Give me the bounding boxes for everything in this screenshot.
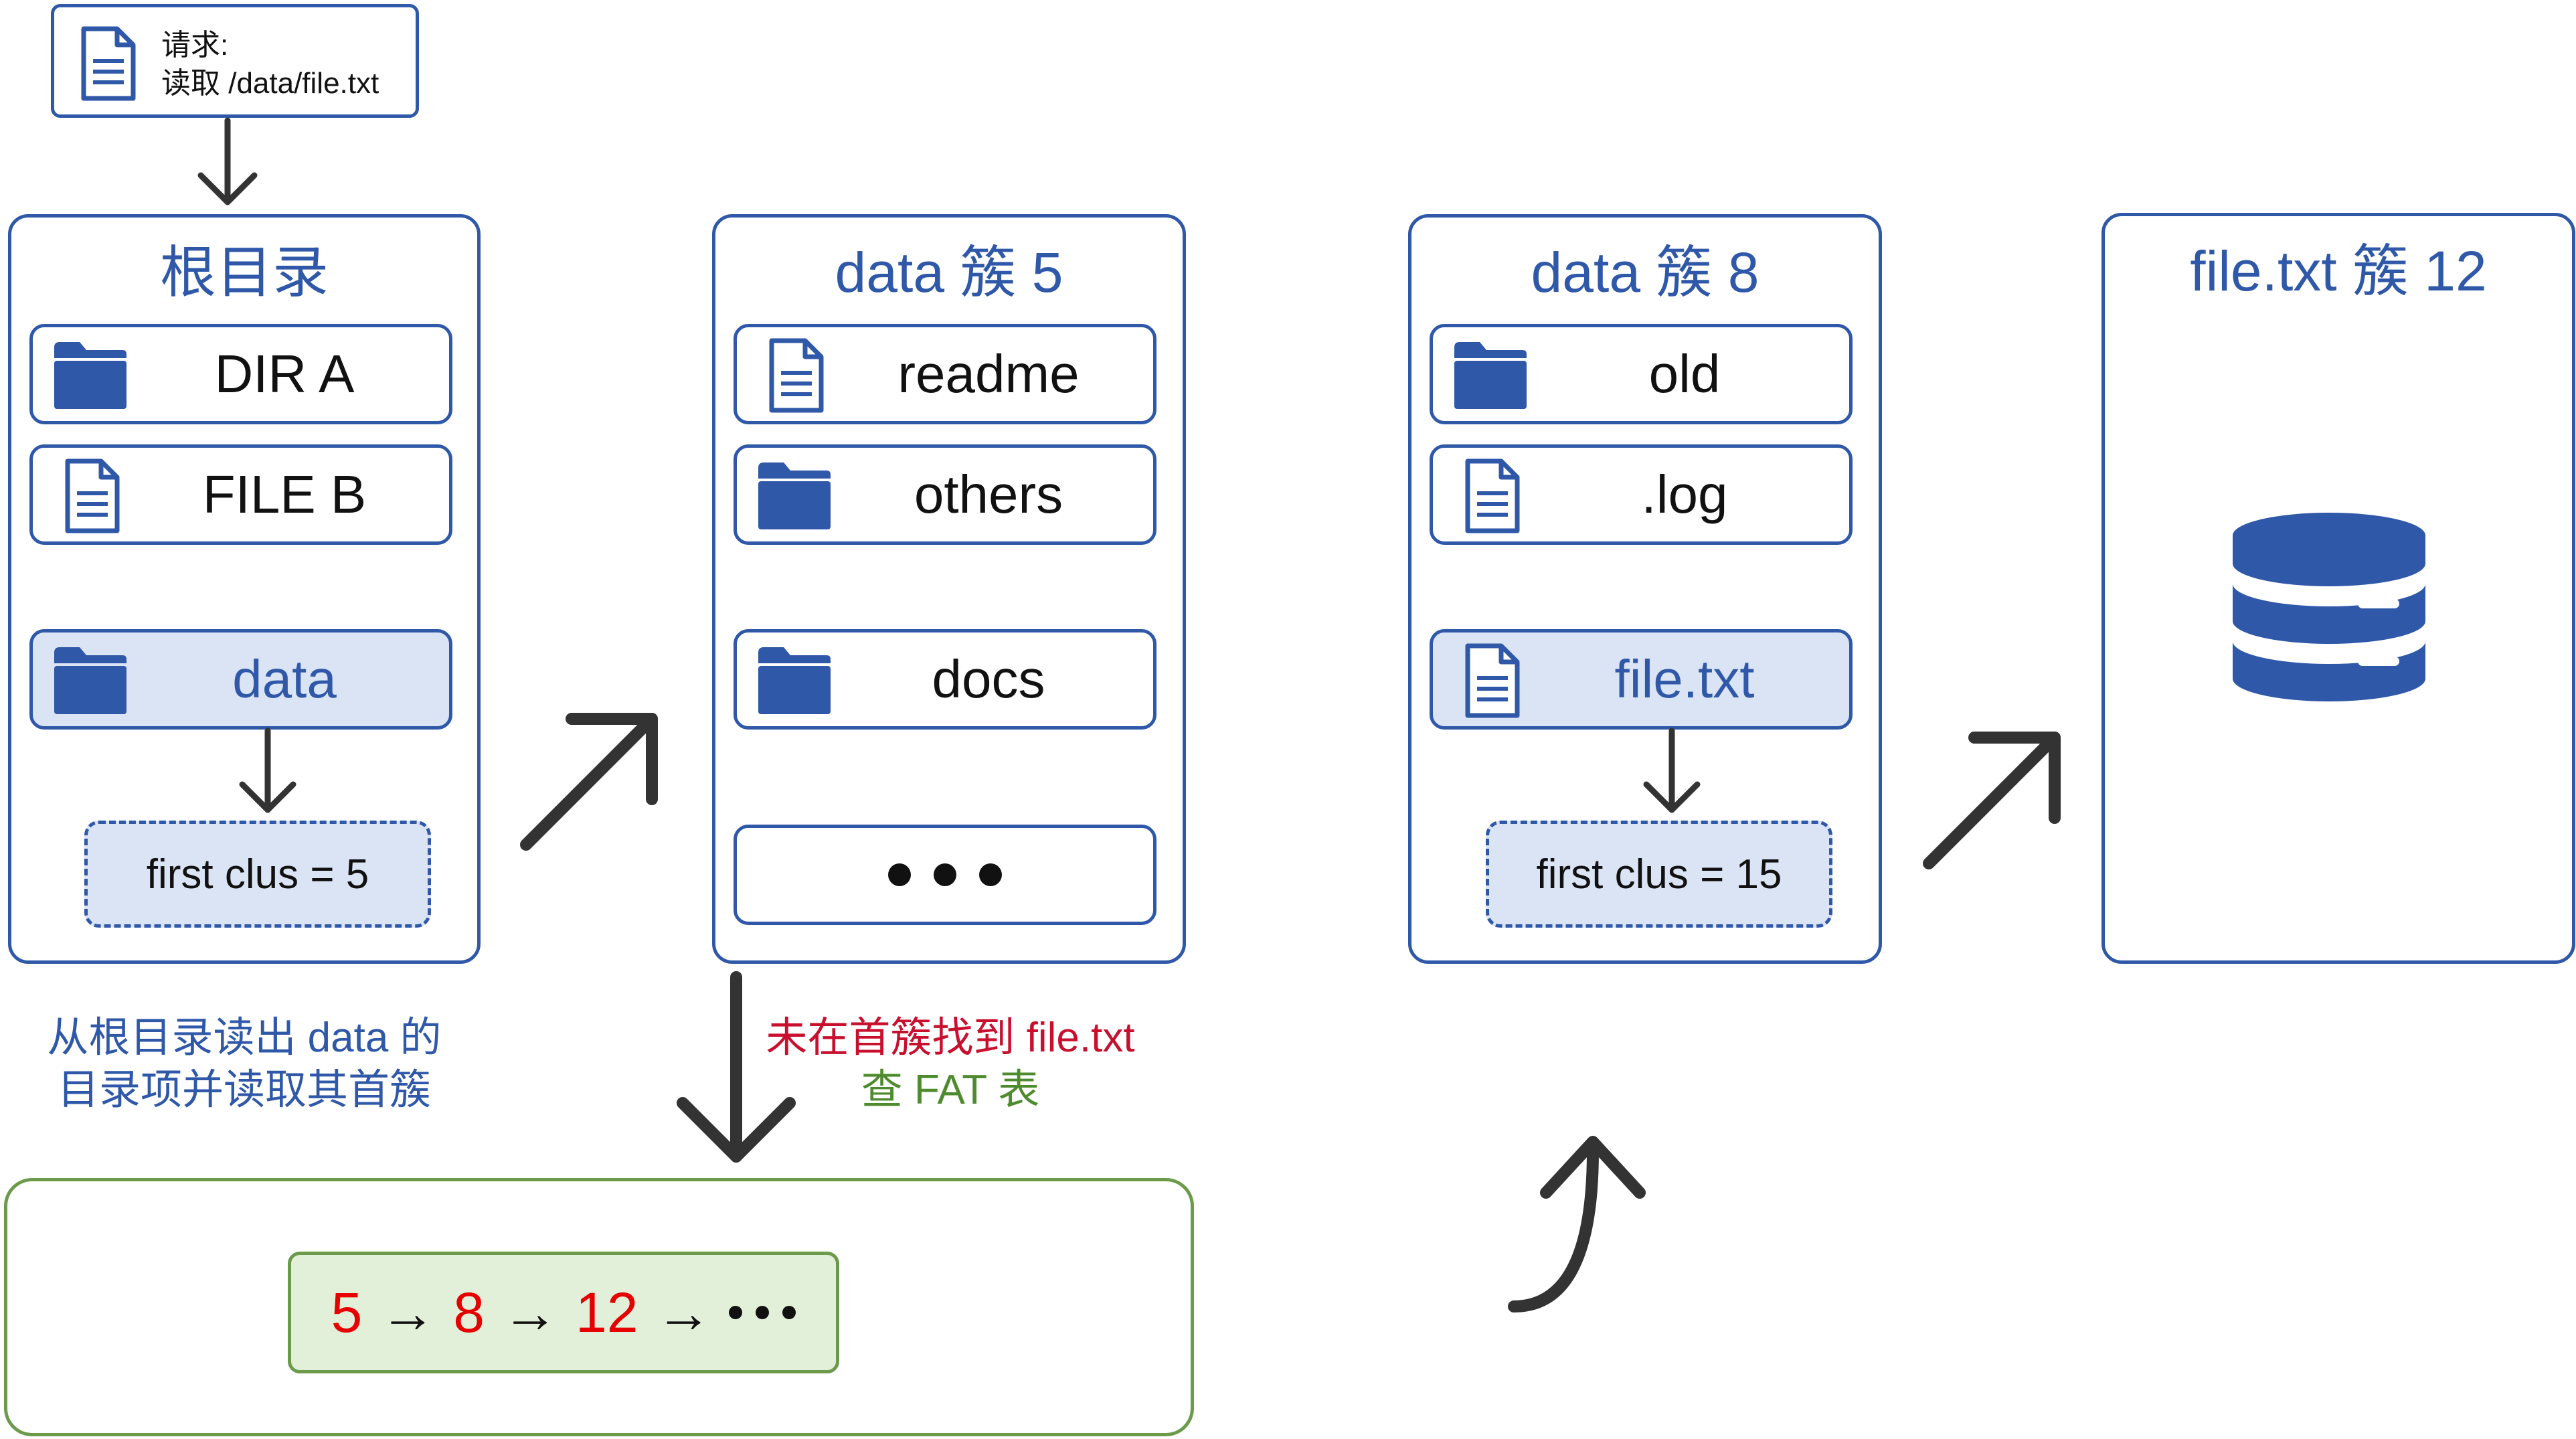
request-line-1: 请求: [161, 29, 229, 62]
data5-entry-others[interactable]: others [734, 444, 1156, 545]
data8-entry-file-txt[interactable]: file.txt [1430, 629, 1853, 730]
entry-label: .log [1641, 464, 1728, 524]
data5-entry-readme[interactable]: readme [734, 324, 1156, 424]
entry-label: FILE B [202, 464, 367, 524]
fat-caption: 未在首簇找到 file.txt 查 FAT 表 [736, 1012, 1165, 1116]
entry-label: data [232, 649, 337, 709]
arrow-up-right-icon [520, 713, 658, 851]
root-caption-line-2: 目录项并读取其首簇 [57, 1066, 431, 1113]
data-cluster-8-title: data 簇 8 [1531, 241, 1759, 304]
root-caption-line-1: 从根目录读出 data 的 [47, 1015, 442, 1061]
root-first-clus: first clus = 5 [84, 821, 431, 928]
ellipsis-icon [729, 1306, 796, 1319]
root-entry-data[interactable]: data [29, 629, 452, 730]
arrow-down-icon [677, 971, 796, 1163]
root-caption: 从根目录读出 data 的 目录项并读取其首簇 [0, 1012, 489, 1116]
data8-entry-old[interactable]: old [1430, 324, 1853, 424]
ellipsis-icon [737, 828, 1153, 922]
request-card: 请求: 读取 /data/file.txt [51, 4, 419, 118]
file-cluster-12-box: file.txt 簇 12 [2101, 213, 2575, 964]
root-entry-dir-a[interactable]: DIR A [29, 324, 452, 424]
root-entry-file-b[interactable]: FILE B [29, 444, 452, 545]
entry-label: old [1648, 344, 1721, 404]
data8-entry-log[interactable]: .log [1430, 444, 1853, 545]
arrow-down-icon [239, 728, 296, 813]
arrow-up-right-icon [1923, 732, 2061, 869]
fat-chain-value: 5 [331, 1280, 363, 1344]
entry-label: DIR A [214, 344, 355, 404]
entry-label: file.txt [1614, 649, 1755, 709]
fat-caption-line-1: 未在首簇找到 file.txt [766, 1015, 1135, 1061]
arrow-down-icon [1643, 728, 1701, 813]
fat-chain: 5 → 8 → 12 → [288, 1252, 839, 1373]
arrow-down-icon [197, 117, 258, 205]
fat-chain-value: 12 [576, 1280, 638, 1344]
root-directory-title: 根目录 [159, 241, 329, 304]
fat-chain-arrow: → [379, 1280, 436, 1344]
request-text: 请求: 读取 /data/file.txt [161, 26, 379, 102]
fat-chain-arrow: → [655, 1280, 712, 1344]
arrow-curved-up-icon [1508, 1136, 1646, 1313]
entry-label: readme [897, 344, 1080, 404]
data8-first-clus: first clus = 15 [1486, 821, 1832, 928]
data5-entry-more[interactable] [734, 825, 1156, 925]
fat-chain-arrow: → [502, 1280, 558, 1344]
entry-label: others [914, 464, 1063, 524]
data-cluster-5-title: data 簇 5 [835, 241, 1063, 304]
database-icon [2233, 513, 2425, 701]
file-cluster-12-title: file.txt 簇 12 [2190, 240, 2487, 303]
entry-label: docs [932, 649, 1045, 709]
data5-entry-docs[interactable]: docs [734, 629, 1156, 730]
request-line-2: 读取 /data/file.txt [161, 67, 379, 100]
fat-chain-value: 8 [453, 1280, 485, 1344]
fat-caption-line-2: 查 FAT 表 [861, 1066, 1040, 1113]
